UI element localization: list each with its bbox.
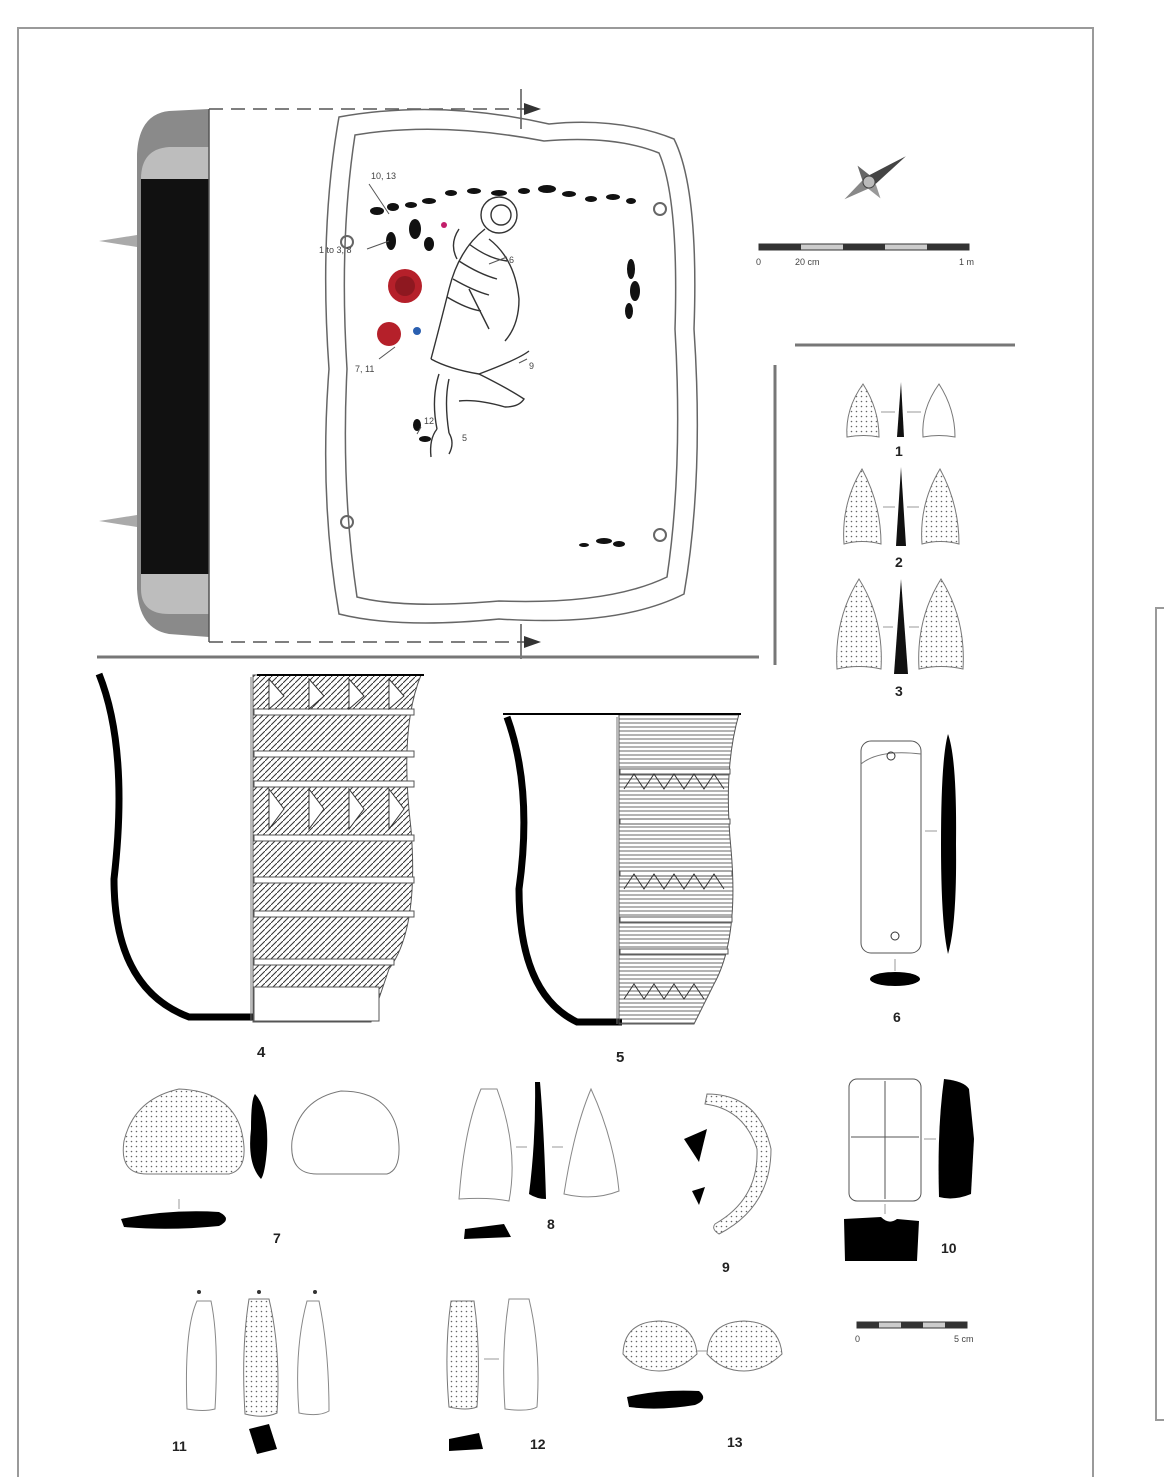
item-number-12: 12 bbox=[530, 1436, 546, 1452]
scraper-7 bbox=[121, 1088, 400, 1229]
plan-label-1-3-8: 1 to 3, 8 bbox=[319, 245, 352, 255]
beaker-5 bbox=[503, 713, 741, 1026]
item-number-13: 13 bbox=[727, 1434, 743, 1450]
item-number-9: 9 bbox=[722, 1259, 730, 1275]
plan-label-7-11: 7, 11 bbox=[355, 364, 374, 374]
item-number-5: 5 bbox=[616, 1049, 624, 1066]
flake-11 bbox=[185, 1290, 330, 1454]
item-number-3: 3 bbox=[895, 683, 903, 699]
figure-drawing: 10, 13 1 to 3, 8 6 7, 11 9 12 5 0 20 cm … bbox=[95, 89, 1015, 1454]
plan-label-6: 6 bbox=[509, 255, 514, 265]
scraper-13 bbox=[622, 1320, 783, 1409]
grave-plan: 10, 13 1 to 3, 8 6 7, 11 9 12 5 bbox=[208, 89, 699, 659]
item-number-2: 2 bbox=[895, 554, 903, 570]
north-arrow-icon bbox=[844, 156, 906, 200]
arrowhead-3 bbox=[836, 578, 964, 674]
small-scale-label-0: 0 bbox=[855, 1334, 860, 1344]
arrowhead-2 bbox=[843, 467, 960, 546]
flake-12 bbox=[446, 1298, 539, 1451]
scale-label-1m: 1 m bbox=[959, 257, 974, 267]
item-number-6: 6 bbox=[893, 1009, 901, 1025]
item-number-1: 1 bbox=[895, 443, 903, 459]
item-number-8: 8 bbox=[547, 1216, 555, 1232]
scale-label-0: 0 bbox=[756, 257, 761, 267]
inset-box bbox=[1155, 607, 1164, 1421]
plan-label-5: 5 bbox=[462, 433, 467, 443]
plan-label-10-13: 10, 13 bbox=[371, 171, 396, 181]
skeleton-drawing bbox=[429, 196, 530, 458]
scale-bar-5cm: 0 5 cm bbox=[855, 1321, 974, 1344]
item-number-11: 11 bbox=[172, 1438, 187, 1454]
item-number-10: 10 bbox=[941, 1240, 957, 1256]
blade-8 bbox=[458, 1082, 620, 1239]
wristguard-6 bbox=[860, 734, 957, 986]
scale-bar-1m: 0 20 cm 1 m bbox=[756, 243, 974, 267]
scale-label-20cm: 20 cm bbox=[795, 257, 820, 267]
plan-label-12: 12 bbox=[424, 416, 434, 426]
tusk-9 bbox=[684, 1093, 772, 1235]
beaker-4 bbox=[95, 672, 424, 1023]
plan-label-9: 9 bbox=[529, 361, 534, 371]
archaeological-figure: 10, 13 1 to 3, 8 6 7, 11 9 12 5 0 20 cm … bbox=[17, 27, 1094, 1477]
item-number-7: 7 bbox=[273, 1230, 281, 1246]
item-number-4: 4 bbox=[257, 1044, 266, 1061]
grave-section bbox=[99, 109, 209, 637]
bracer-10 bbox=[844, 1078, 974, 1261]
arrowhead-1 bbox=[846, 382, 956, 438]
small-scale-label-5cm: 5 cm bbox=[954, 1334, 974, 1344]
